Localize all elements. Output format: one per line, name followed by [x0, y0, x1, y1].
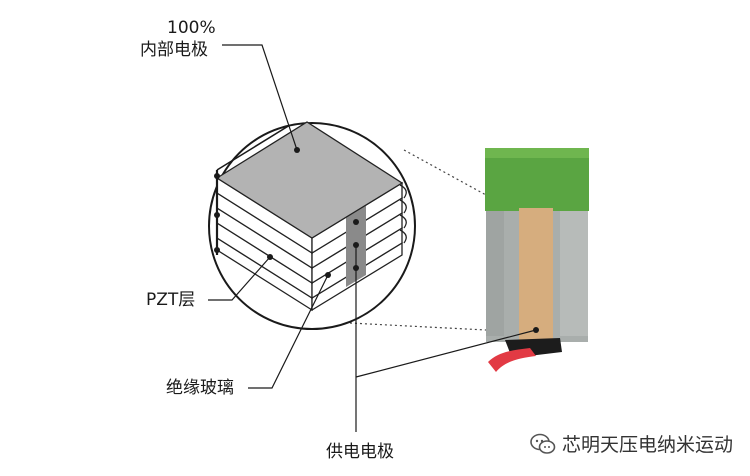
actuator-cap-highlight	[485, 148, 589, 158]
actuator-photo	[485, 148, 589, 372]
label-pzt-layer: PZT层	[146, 290, 196, 310]
watermark: 芯明天压电纳米运动	[530, 430, 733, 457]
leader-glass	[248, 274, 329, 389]
bus-dot-3	[214, 247, 220, 253]
leader-pzt	[208, 256, 271, 301]
wechat-icon	[530, 433, 556, 454]
leader-supply-photo	[355, 329, 537, 378]
label-inner-electrode: 内部电极	[140, 40, 208, 60]
label-inner-percent: 100%	[167, 18, 216, 38]
actuator-green-cap	[485, 148, 589, 211]
bus-dot-1	[214, 173, 220, 179]
leader-dot-pzt	[267, 254, 273, 260]
leader-dot-inner	[294, 147, 300, 153]
inner-electrode-top-face	[215, 121, 404, 239]
electrode-rims	[399, 184, 407, 244]
actuator-body-shade-right	[560, 210, 588, 336]
bus-dot-2	[214, 212, 220, 218]
top-bus-link	[216, 124, 291, 171]
actuator-body-shade-left	[486, 210, 504, 336]
actuator-supply-electrode	[519, 208, 553, 340]
watermark-text: 芯明天压电纳米运动	[562, 434, 734, 456]
actuator-red-wire	[488, 348, 536, 372]
projection-line-top	[403, 149, 487, 196]
stripe-dot-1	[353, 219, 359, 225]
label-supply-electrode: 供电电极	[326, 442, 394, 462]
leader-dot-glass	[325, 272, 331, 278]
projection-line-bottom	[329, 321, 487, 331]
leader-inner-electrode	[222, 44, 298, 151]
label-insulating-glass: 绝缘玻璃	[166, 378, 234, 398]
leader-dot-photo	[533, 327, 539, 333]
